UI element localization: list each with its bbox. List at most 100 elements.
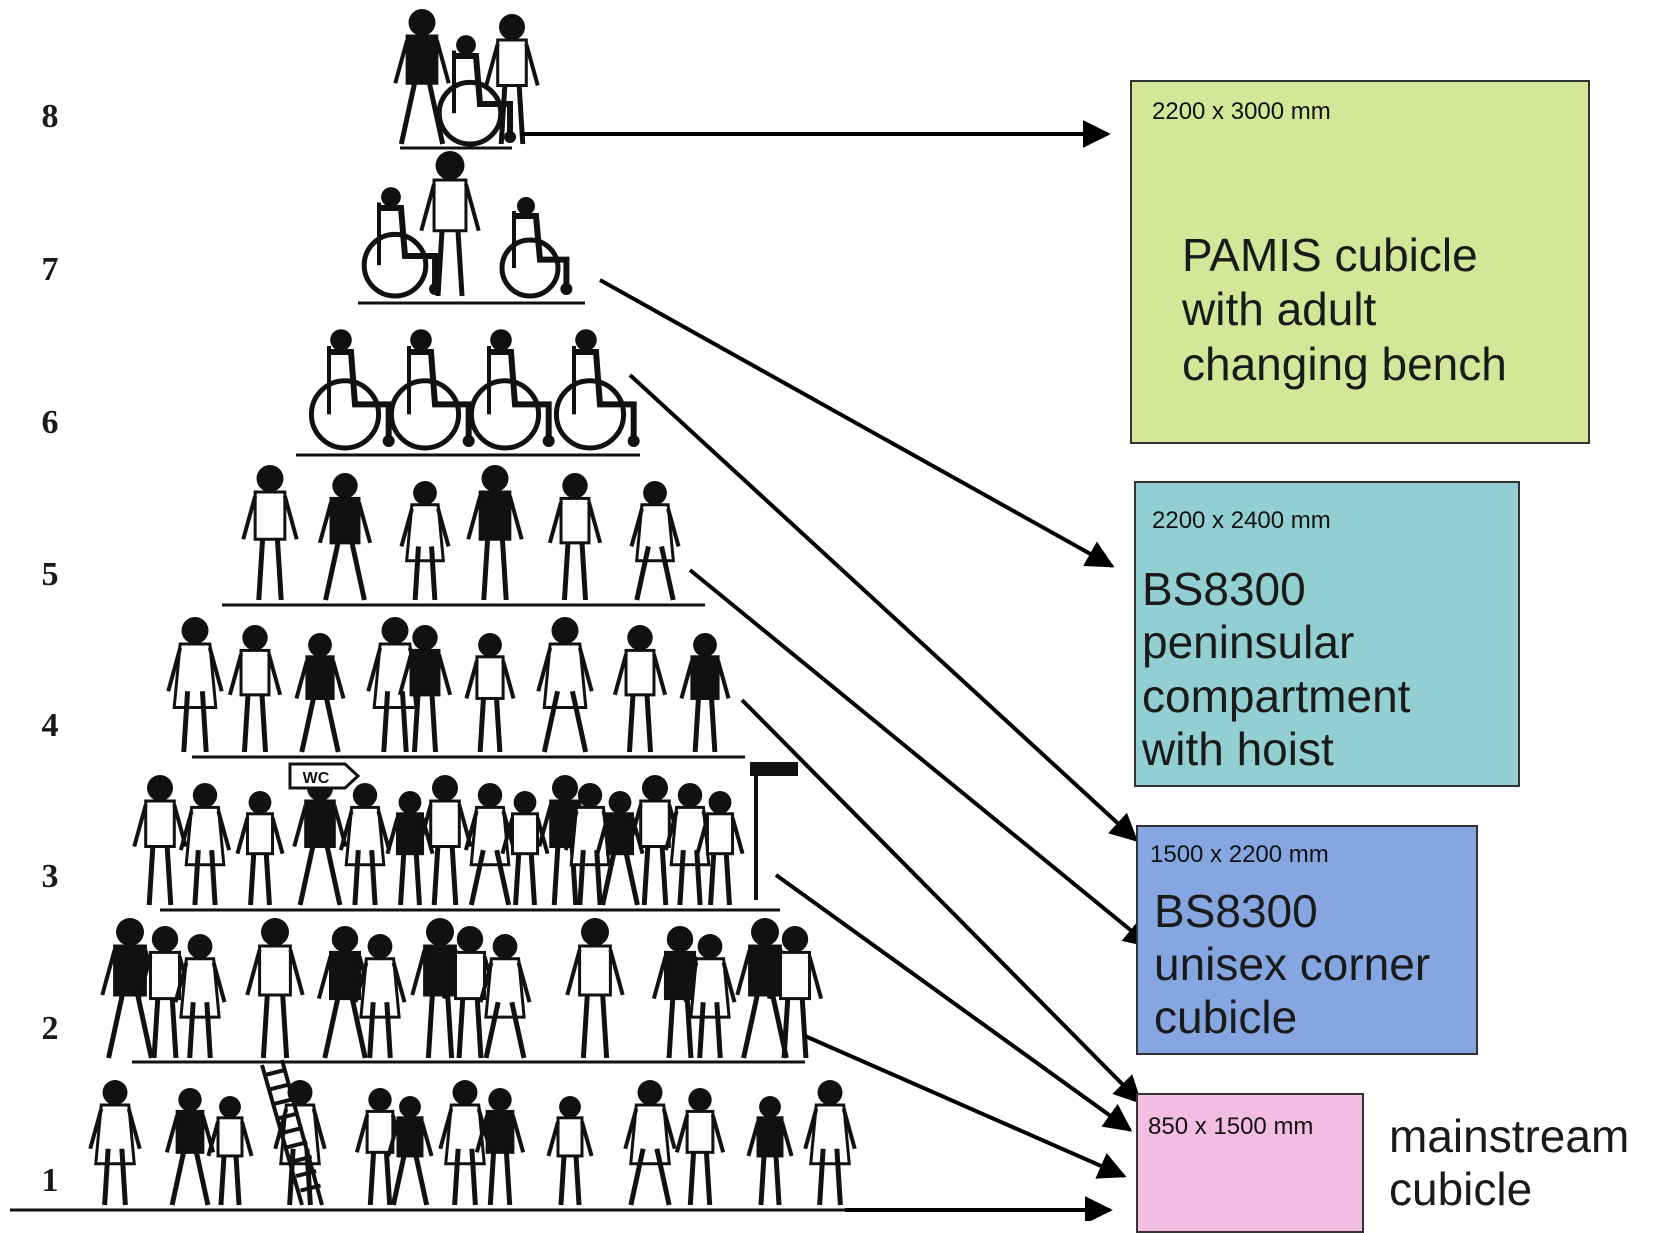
level-label-3: 3	[41, 858, 59, 895]
person-figure	[674, 1088, 726, 1206]
person-figure	[241, 465, 299, 601]
person-figure	[419, 151, 481, 297]
person-figure	[316, 926, 374, 1059]
pamis-description: PAMIS cubicle with adult changing bench	[1182, 228, 1582, 391]
person-figure	[766, 926, 824, 1059]
person-figure	[474, 1088, 526, 1206]
person-figure	[441, 926, 499, 1059]
person-figure	[484, 14, 540, 145]
corner-dimensions: 1500 x 2200 mm	[1150, 841, 1329, 868]
corner-line-3: cubicle	[1154, 990, 1298, 1043]
person-figure	[565, 918, 625, 1059]
level-label-2: 2	[41, 1010, 59, 1047]
person-figure	[438, 1080, 492, 1206]
arrow-6-corner	[628, 373, 1139, 842]
arrow-7-peninsular	[599, 278, 1115, 568]
person-figure	[235, 791, 285, 906]
person-figure	[546, 1096, 594, 1206]
ladder-figure	[260, 1059, 324, 1206]
person-figure	[746, 1096, 794, 1206]
tier-lines	[10, 146, 880, 1212]
person-figure	[88, 1080, 142, 1206]
level-label-5: 5	[41, 556, 59, 593]
person-figure	[273, 1080, 327, 1206]
person-figure	[166, 617, 224, 753]
person-figure	[464, 633, 516, 753]
peninsular-line-3: compartment	[1142, 669, 1411, 722]
person-figure	[294, 633, 346, 753]
wheelchair-figure	[468, 329, 555, 451]
peninsular-line-2: peninsular	[1142, 616, 1355, 669]
arrows	[520, 120, 1153, 1221]
person-figure	[629, 481, 681, 601]
person-figure	[463, 783, 517, 906]
pamis-line-1: PAMIS cubicle	[1182, 229, 1478, 281]
corner-description: BS8300 unisex corner cubicle	[1154, 885, 1474, 1044]
peninsular-dimensions: 2200 x 2400 mm	[1152, 507, 1331, 534]
level-label-6: 6	[41, 404, 59, 441]
person-figure	[536, 617, 594, 753]
person-figure	[206, 1096, 254, 1206]
mainstream-description: mainstream cubicle	[1389, 1110, 1629, 1216]
person-figure	[164, 1088, 216, 1206]
person-figure	[683, 934, 737, 1059]
level-label-8: 8	[41, 98, 59, 135]
level-label-1: 1	[41, 1162, 59, 1199]
level-label-7: 7	[41, 251, 59, 288]
peninsular-line-4: with hoist	[1142, 723, 1334, 776]
person-figure	[679, 633, 731, 753]
person-figure	[623, 1080, 677, 1206]
corner-cubicle-box: 1500 x 2200 mm BS8300 unisex corner cubi…	[1136, 825, 1478, 1055]
mainstream-line-2: cubicle	[1389, 1162, 1533, 1215]
arrow-3-mainstream	[774, 873, 1133, 1132]
person-figure	[132, 775, 188, 906]
person-figure	[500, 791, 550, 906]
wheelchair-figure	[308, 329, 395, 451]
arrow-2-mainstream	[804, 1034, 1127, 1179]
person-figure	[695, 791, 745, 906]
person-figure	[245, 918, 305, 1059]
pamis-dimensions: 2200 x 3000 mm	[1152, 98, 1331, 125]
person-figure	[397, 625, 453, 753]
person-figure	[595, 791, 645, 906]
wheelchair-figure	[553, 329, 640, 451]
corner-line-2: unisex corner	[1154, 937, 1431, 990]
arrow-4-mainstream	[740, 698, 1142, 1104]
person-figure	[317, 473, 373, 601]
mainstream-cubicle-box: 850 x 1500 mm	[1136, 1093, 1364, 1233]
person-figure	[547, 473, 603, 601]
wc-sign: WC	[288, 762, 361, 790]
person-figure	[178, 783, 232, 906]
person-figure	[136, 926, 194, 1059]
person-figure	[393, 9, 451, 145]
person-figure	[354, 1088, 406, 1206]
pamis-line-3: changing bench	[1182, 337, 1507, 390]
peninsular-compartment-box: 2200 x 2400 mm BS8300 peninsular compart…	[1134, 481, 1520, 787]
arrow-5-corner	[688, 568, 1153, 948]
pamis-cubicle-box: 2200 x 3000 mm PAMIS cubicle with adult …	[1130, 80, 1590, 444]
corner-line-1: BS8300	[1154, 885, 1318, 937]
person-figure	[292, 775, 348, 906]
wheelchair-figure	[388, 329, 475, 451]
pamis-line-2: with adult	[1182, 283, 1377, 336]
mainstream-line-1: mainstream	[1389, 1110, 1630, 1162]
mainstream-dimensions: 850 x 1500 mm	[1148, 1113, 1314, 1140]
signpost	[750, 762, 798, 900]
person-figure	[803, 1080, 857, 1206]
peninsular-description: BS8300 peninsular compartment with hoist	[1142, 563, 1512, 776]
person-figure	[338, 783, 392, 906]
person-figure	[386, 1096, 434, 1206]
wc-sign-text: WC	[303, 770, 330, 787]
person-figure	[417, 775, 473, 906]
person-figure	[399, 481, 451, 601]
people-silhouettes	[88, 9, 857, 1206]
peninsular-line-1: BS8300	[1142, 563, 1306, 615]
person-figure	[612, 625, 668, 753]
person-figure	[227, 625, 283, 753]
person-figure	[173, 934, 227, 1059]
person-figure	[466, 465, 524, 601]
person-figure	[385, 791, 435, 906]
person-figure	[353, 934, 407, 1059]
person-figure	[478, 934, 532, 1059]
